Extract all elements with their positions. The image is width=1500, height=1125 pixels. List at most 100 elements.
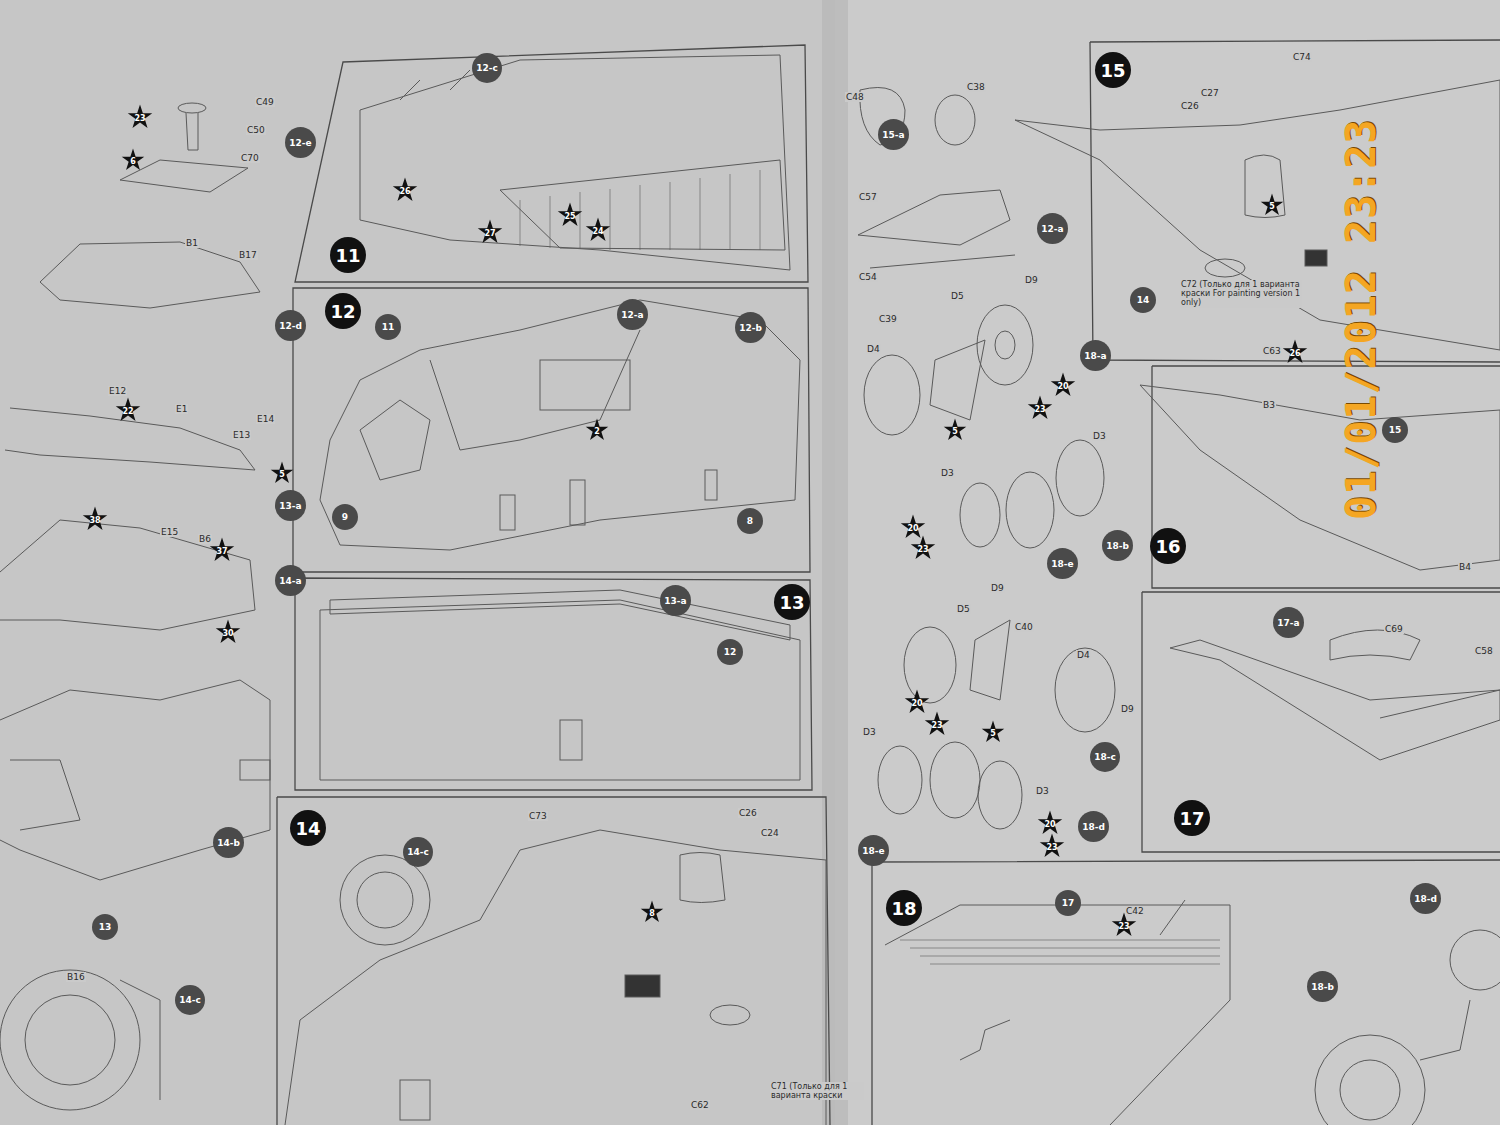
step-number: 17 [1174, 800, 1210, 836]
part-label: B6 [198, 534, 212, 544]
callout-number: 5 [952, 427, 958, 436]
part-label: C54 [858, 272, 878, 282]
date-stamp: 01/01/2012 23:23 [1338, 119, 1384, 520]
part-label: D3 [862, 727, 877, 737]
part-label: D4 [866, 344, 881, 354]
callout-number: 14 [295, 818, 320, 839]
callout-number: 18-e [862, 846, 884, 856]
subassembly-callout: 9 [332, 504, 358, 530]
subassembly-callout: 14-b [213, 827, 244, 858]
subassembly-callout: 14-c [403, 837, 433, 867]
subassembly-callout: 12-a [617, 299, 648, 330]
callout-number: 14-a [279, 576, 301, 586]
part-label: E14 [256, 414, 275, 424]
callout-number: 24 [592, 227, 603, 236]
callout-number: 6 [130, 157, 136, 166]
callout-number: 27 [484, 229, 495, 238]
callout-number: 18-e [1051, 559, 1073, 569]
part-label: B4 [1458, 562, 1472, 572]
step-number: 11 [330, 237, 366, 273]
callout-number: 25 [564, 212, 575, 221]
callout-number: 9 [342, 512, 348, 522]
callout-number: 14 [1137, 295, 1150, 305]
callout-number: 12-a [621, 310, 643, 320]
subassembly-callout: 18-b [1102, 530, 1133, 561]
callout-number: 2 [594, 427, 600, 436]
callout-number: 15 [1389, 425, 1402, 435]
paint-callout: 20 [900, 514, 926, 540]
paint-callout: 2 [585, 418, 609, 442]
part-label: C63 [1262, 346, 1282, 356]
callout-number: 26 [1289, 349, 1300, 358]
callout-number: 13-a [279, 501, 301, 511]
paint-callout: 26 [392, 177, 418, 203]
step-number: 12 [325, 293, 361, 329]
callout-number: 13-a [664, 596, 686, 606]
callout-number: 18-c [1094, 752, 1116, 762]
paint-callout: 5 [943, 418, 967, 442]
part-label: D5 [950, 291, 965, 301]
paint-callout: 20 [904, 689, 930, 715]
callout-number: 18-d [1082, 822, 1105, 832]
callout-number: 37 [216, 547, 227, 556]
callout-number: 12-a [1041, 224, 1063, 234]
callout-number: 12-b [739, 323, 762, 333]
callout-number: 12 [724, 647, 737, 657]
callout-number: 15-a [882, 130, 904, 140]
subassembly-callout: 14 [1130, 287, 1156, 313]
callout-number: 5 [990, 729, 996, 738]
part-label: E15 [160, 527, 179, 537]
callout-number: 23 [1046, 843, 1057, 852]
subassembly-callout: 18-c [1090, 742, 1120, 772]
paint-callout: 37 [209, 537, 235, 563]
callout-number: 13 [779, 592, 804, 613]
part-label: C69 [1384, 624, 1404, 634]
callout-number: 11 [382, 322, 395, 332]
subassembly-callout: 17 [1055, 890, 1081, 916]
subassembly-callout: 13-a [275, 490, 306, 521]
callout-number: 14-b [217, 838, 240, 848]
part-label: C57 [858, 192, 878, 202]
callout-number: 23 [1034, 405, 1045, 414]
part-label: C48 [845, 92, 865, 102]
part-label: D9 [1024, 275, 1039, 285]
callout-number: 23 [134, 114, 145, 123]
callout-number: 12 [330, 301, 355, 322]
callout-number: 18 [891, 898, 916, 919]
paint-callout: 22 [115, 397, 141, 423]
callout-number: 5 [1269, 202, 1275, 211]
subassembly-callout: 14-c [175, 985, 205, 1015]
subassembly-callout: 18-b [1307, 971, 1338, 1002]
part-label: B16 [66, 972, 86, 982]
callout-number: 12-d [279, 321, 302, 331]
step-number: 15 [1095, 52, 1131, 88]
part-label: C62 [690, 1100, 710, 1110]
part-label: D3 [940, 468, 955, 478]
subassembly-callout: 13 [92, 914, 118, 940]
callout-number: 12-c [476, 63, 498, 73]
step-number: 16 [1150, 528, 1186, 564]
part-label: E13 [232, 430, 251, 440]
paint-callout: 20 [1050, 372, 1076, 398]
part-label: D3 [1092, 431, 1107, 441]
paint-callout: 23 [1039, 833, 1065, 859]
part-label: C24 [760, 828, 780, 838]
paint-callout: 5 [270, 461, 294, 485]
callout-number: 16 [1155, 536, 1180, 557]
paint-callout: 23 [924, 711, 950, 737]
subassembly-callout: 18-d [1410, 883, 1441, 914]
callout-number: 8 [747, 516, 753, 526]
part-label: C42 [1125, 906, 1145, 916]
subassembly-callout: 18-e [858, 835, 889, 866]
callout-number: 22 [122, 407, 133, 416]
callout-number: 20 [911, 699, 922, 708]
subassembly-callout: 18-d [1078, 811, 1109, 842]
callout-number: 8 [649, 909, 655, 918]
part-label: C49 [255, 97, 275, 107]
paint-callout: 23 [1027, 395, 1053, 421]
subassembly-callout: 18-a [1080, 340, 1111, 371]
subassembly-callout: 15 [1382, 417, 1408, 443]
paint-callout: 24 [585, 217, 611, 243]
part-note: C71 (Только для 1 варианта краски [770, 1082, 864, 1100]
